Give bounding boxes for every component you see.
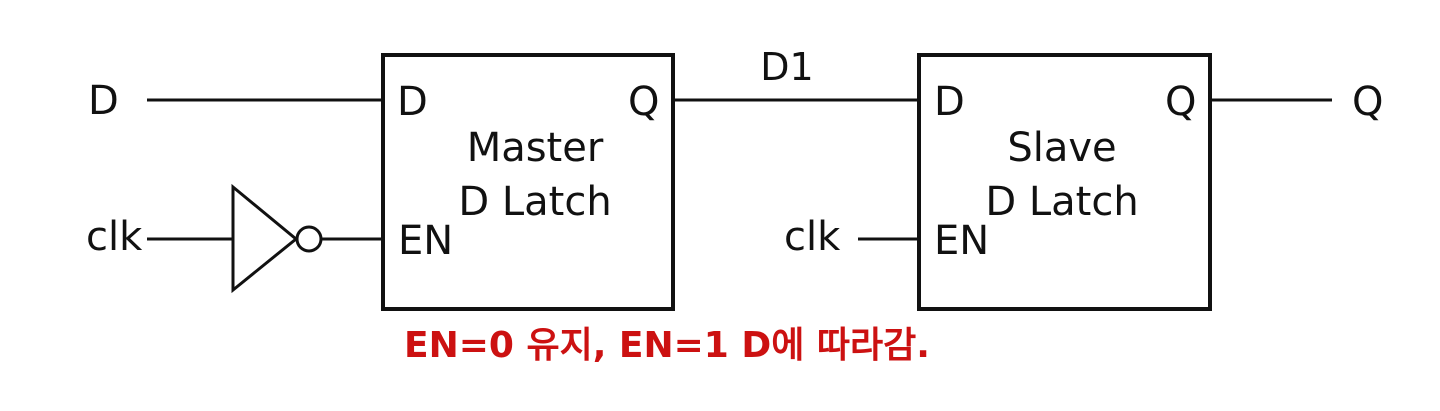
master-port-d: D [397, 79, 428, 125]
slave-latch-box [917, 53, 1212, 311]
master-latch-box [381, 53, 675, 311]
slave-title-line2: D Latch [985, 179, 1138, 225]
annotation-note: EN=0 유지, EN=1 D에 따라감. [404, 325, 930, 366]
input-clk-label: clk [86, 214, 143, 260]
master-port-q: Q [628, 79, 659, 125]
slave-port-d: D [934, 79, 965, 125]
slave-port-en: EN [934, 218, 989, 264]
slave-clk-label: clk [784, 214, 841, 260]
master-title-line2: D Latch [458, 179, 611, 225]
input-d-label: D [88, 78, 119, 124]
master-port-en: EN [398, 218, 453, 264]
slave-port-q: Q [1165, 79, 1196, 125]
output-q-label: Q [1352, 79, 1383, 125]
inverter-triangle [231, 183, 299, 294]
slave-title-line1: Slave [1007, 125, 1116, 171]
inverter-bubble [295, 225, 323, 253]
d1-label: D1 [760, 45, 813, 89]
master-title-line1: Master [467, 125, 604, 171]
